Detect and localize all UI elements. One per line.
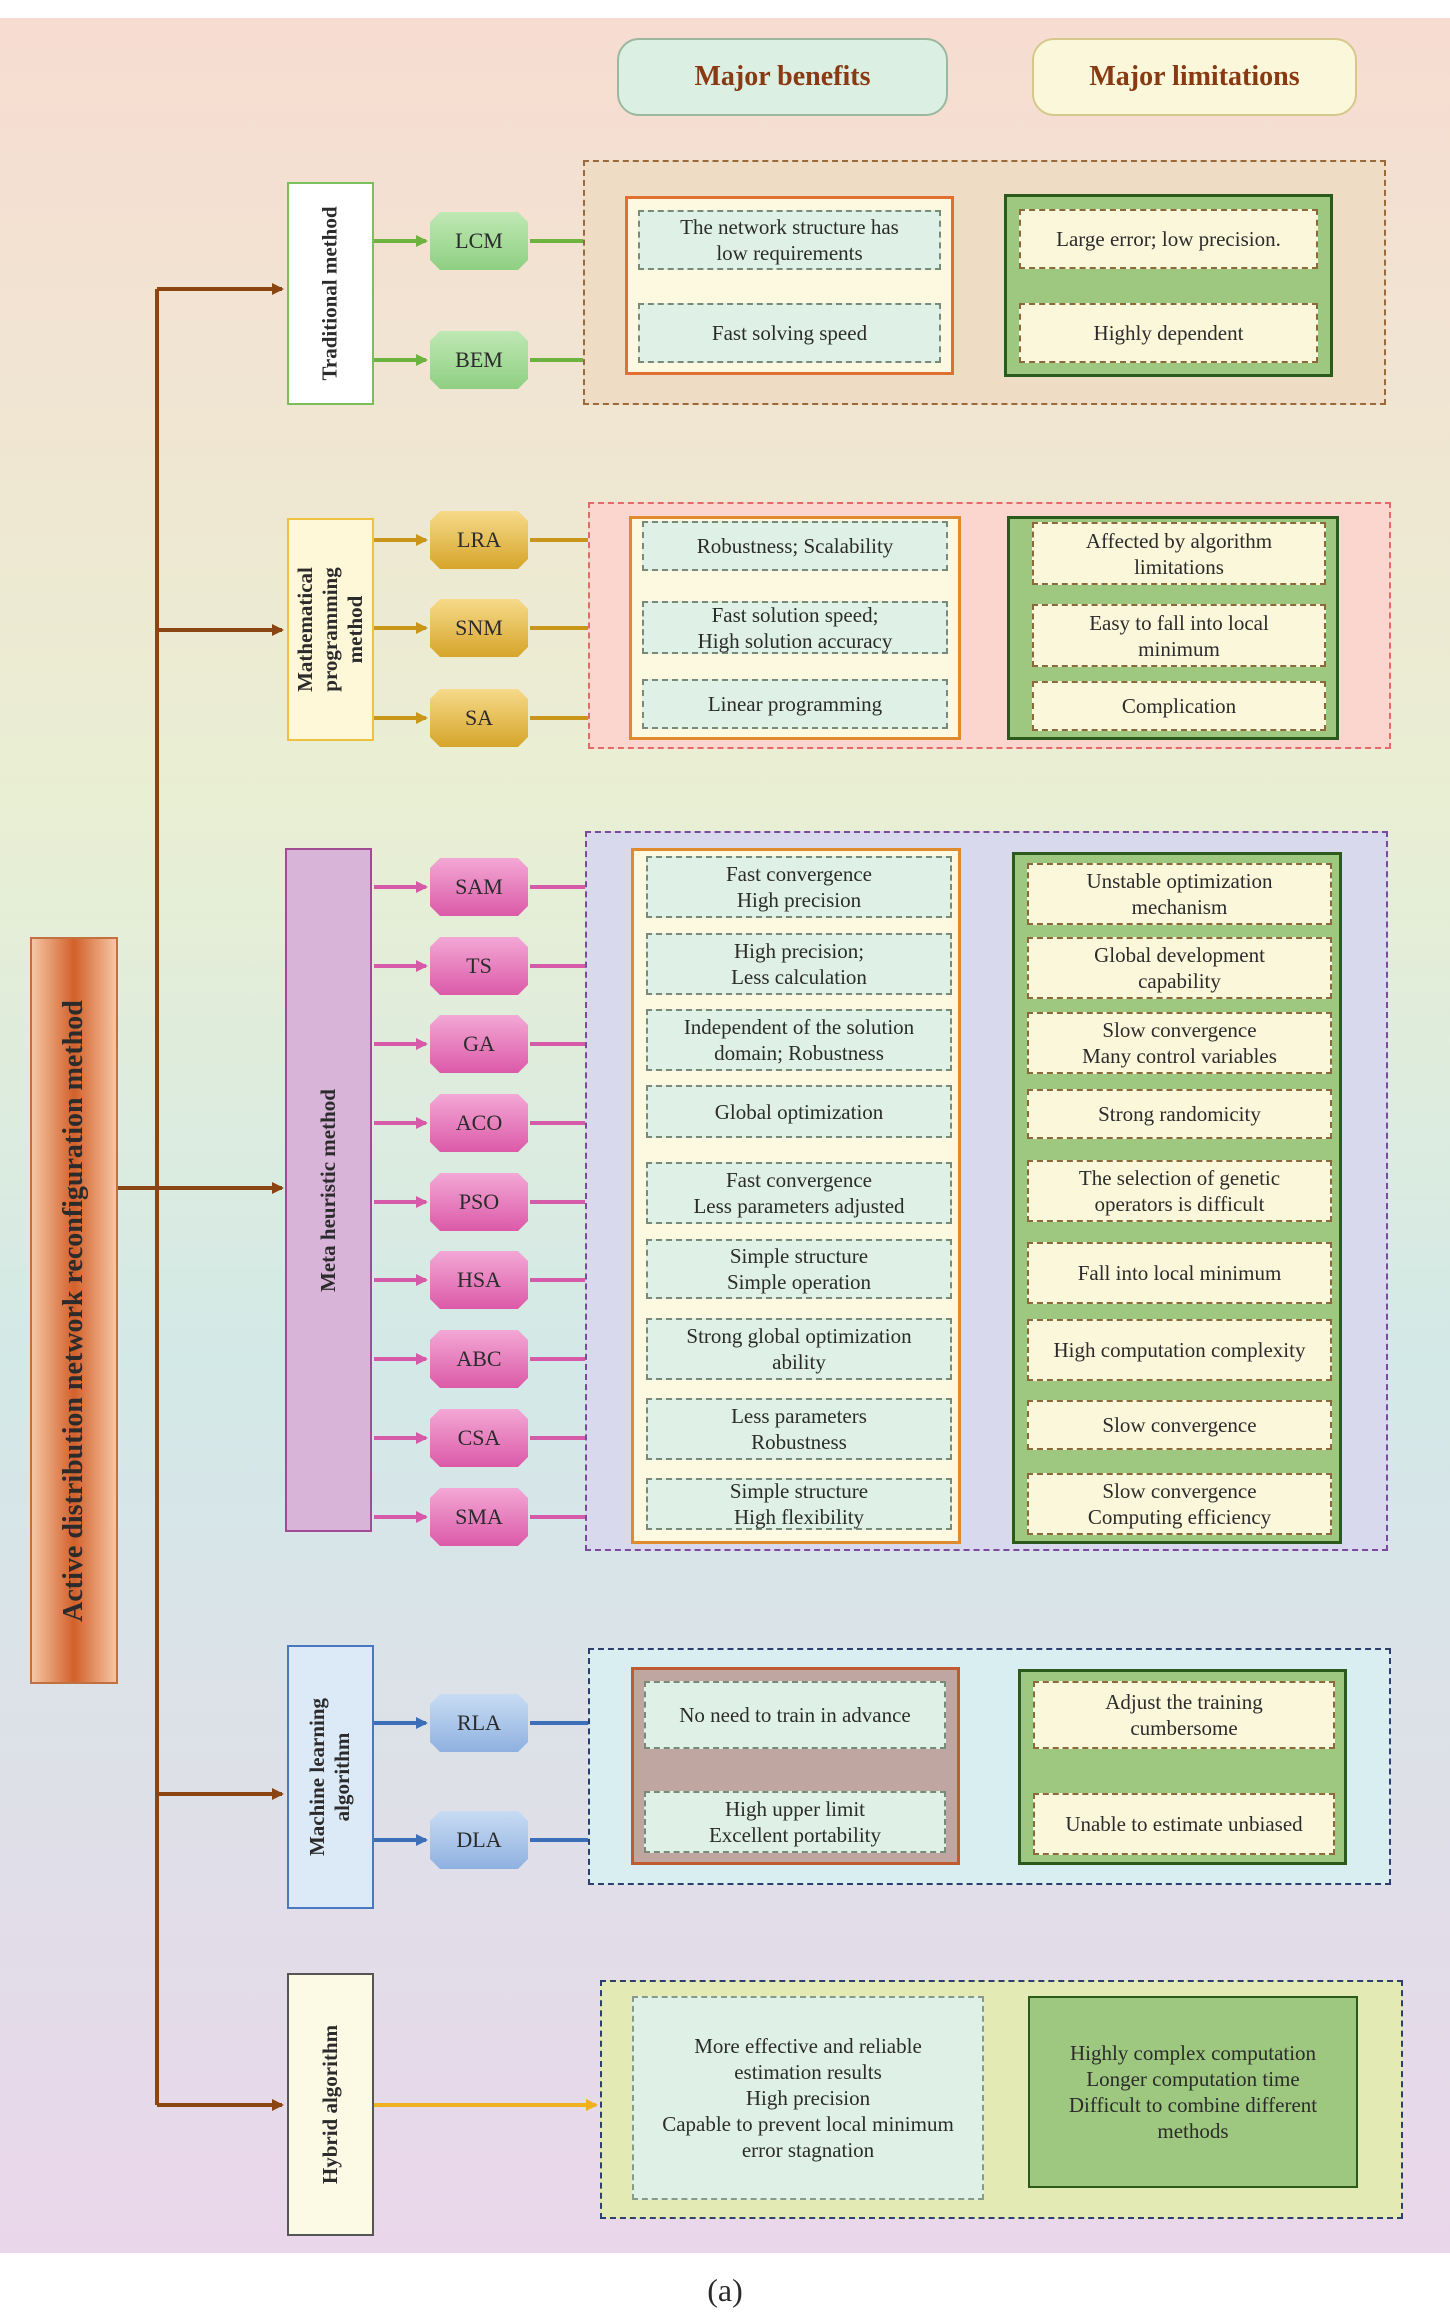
category-mathematical-label: Mathematical programming method (293, 567, 368, 692)
method-rla: RLA (430, 1694, 528, 1752)
method-sa: SA (430, 689, 528, 747)
limitation-metaheuristic-9: Slow convergence Computing efficiency (1027, 1473, 1332, 1535)
benefit-metaheuristic-1: Fast convergence High precision (646, 856, 952, 918)
method-bem: BEM (430, 331, 528, 389)
method-dla: DLA (430, 1811, 528, 1869)
limitation-traditional-1: Large error; low precision. (1019, 209, 1318, 269)
header-major-limitations-label: Major limitations (1089, 61, 1300, 92)
limitation-metaheuristic-4: Strong randomicity (1027, 1089, 1332, 1139)
limitation-machine-learning-1: Adjust the training cumbersome (1033, 1681, 1335, 1749)
limitation-metaheuristic-1: Unstable optimization mechanism (1027, 863, 1332, 925)
method-lra: LRA (430, 511, 528, 569)
benefit-metaheuristic-6: Simple structure Simple operation (646, 1239, 952, 1299)
root-box: Active distribution network reconfigurat… (30, 937, 118, 1684)
benefit-mathematical-1: Robustness; Scalability (642, 521, 948, 571)
benefit-metaheuristic-3: Independent of the solution domain; Robu… (646, 1009, 952, 1071)
category-machine-learning-label: Machine learning algorithm (305, 1697, 355, 1857)
benefit-hybrid-1: More effective and reliable estimation r… (632, 1996, 984, 2200)
category-traditional-label: Traditional method (318, 206, 343, 381)
limitation-metaheuristic-5: The selection of genetic operators is di… (1027, 1160, 1332, 1222)
benefit-mathematical-2: Fast solution speed; High solution accur… (642, 601, 948, 654)
method-sam: SAM (430, 858, 528, 916)
limitation-mathematical-1: Affected by algorithm limitations (1032, 522, 1326, 585)
category-hybrid: Hybrid algorithm (287, 1973, 374, 2236)
benefit-metaheuristic-4: Global optimization (646, 1085, 952, 1138)
category-mathematical: Mathematical programming method (287, 518, 374, 741)
method-csa: CSA (430, 1409, 528, 1467)
limitation-traditional-2: Highly dependent (1019, 303, 1318, 363)
root-label: Active distribution network reconfigurat… (58, 999, 89, 1622)
method-lcm: LCM (430, 212, 528, 270)
limitation-metaheuristic-3: Slow convergence Many control variables (1027, 1012, 1332, 1074)
method-ga: GA (430, 1015, 528, 1073)
benefit-metaheuristic-2: High precision; Less calculation (646, 933, 952, 995)
category-metaheuristic: Meta heuristic method (285, 848, 372, 1532)
header-major-benefits: Major benefits (617, 38, 948, 116)
benefit-metaheuristic-7: Strong global optimization ability (646, 1318, 952, 1380)
header-major-benefits-label: Major benefits (694, 61, 871, 92)
benefit-traditional-1: The network structure has low requiremen… (638, 210, 941, 270)
limitation-mathematical-3: Complication (1032, 681, 1326, 731)
limitation-mathematical-2: Easy to fall into local minimum (1032, 604, 1326, 667)
category-metaheuristic-label: Meta heuristic method (316, 1088, 340, 1292)
limitation-metaheuristic-7: High computation complexity (1027, 1319, 1332, 1381)
limitation-metaheuristic-6: Fall into local minimum (1027, 1242, 1332, 1304)
method-ts: TS (430, 937, 528, 995)
benefit-metaheuristic-9: Simple structure High flexibility (646, 1478, 952, 1530)
benefit-machine-learning-1: No need to train in advance (644, 1681, 946, 1749)
category-hybrid-label: Hybrid algorithm (318, 2024, 343, 2185)
figure-caption-label: (a) (707, 2271, 743, 2308)
method-hsa: HSA (430, 1251, 528, 1309)
benefit-metaheuristic-8: Less parameters Robustness (646, 1398, 952, 1460)
header-major-limitations: Major limitations (1032, 38, 1357, 116)
figure-caption: (a) (625, 2268, 825, 2312)
method-pso: PSO (430, 1173, 528, 1231)
limitation-machine-learning-2: Unable to estimate unbiased (1033, 1793, 1335, 1855)
limitation-metaheuristic-8: Slow convergence (1027, 1400, 1332, 1450)
method-abc: ABC (430, 1330, 528, 1388)
category-machine-learning: Machine learning algorithm (287, 1645, 374, 1909)
method-snm: SNM (430, 599, 528, 657)
method-aco: ACO (430, 1094, 528, 1152)
limitation-metaheuristic-2: Global development capability (1027, 937, 1332, 999)
method-sma: SMA (430, 1488, 528, 1546)
benefit-machine-learning-2: High upper limit Excellent portability (644, 1791, 946, 1853)
limitation-hybrid-1: Highly complex computation Longer comput… (1028, 1996, 1358, 2188)
trunk-connectors (118, 283, 284, 2111)
benefit-traditional-2: Fast solving speed (638, 303, 941, 363)
category-traditional: Traditional method (287, 182, 374, 405)
benefit-mathematical-3: Linear programming (642, 679, 948, 729)
benefit-metaheuristic-5: Fast convergence Less parameters adjuste… (646, 1162, 952, 1224)
